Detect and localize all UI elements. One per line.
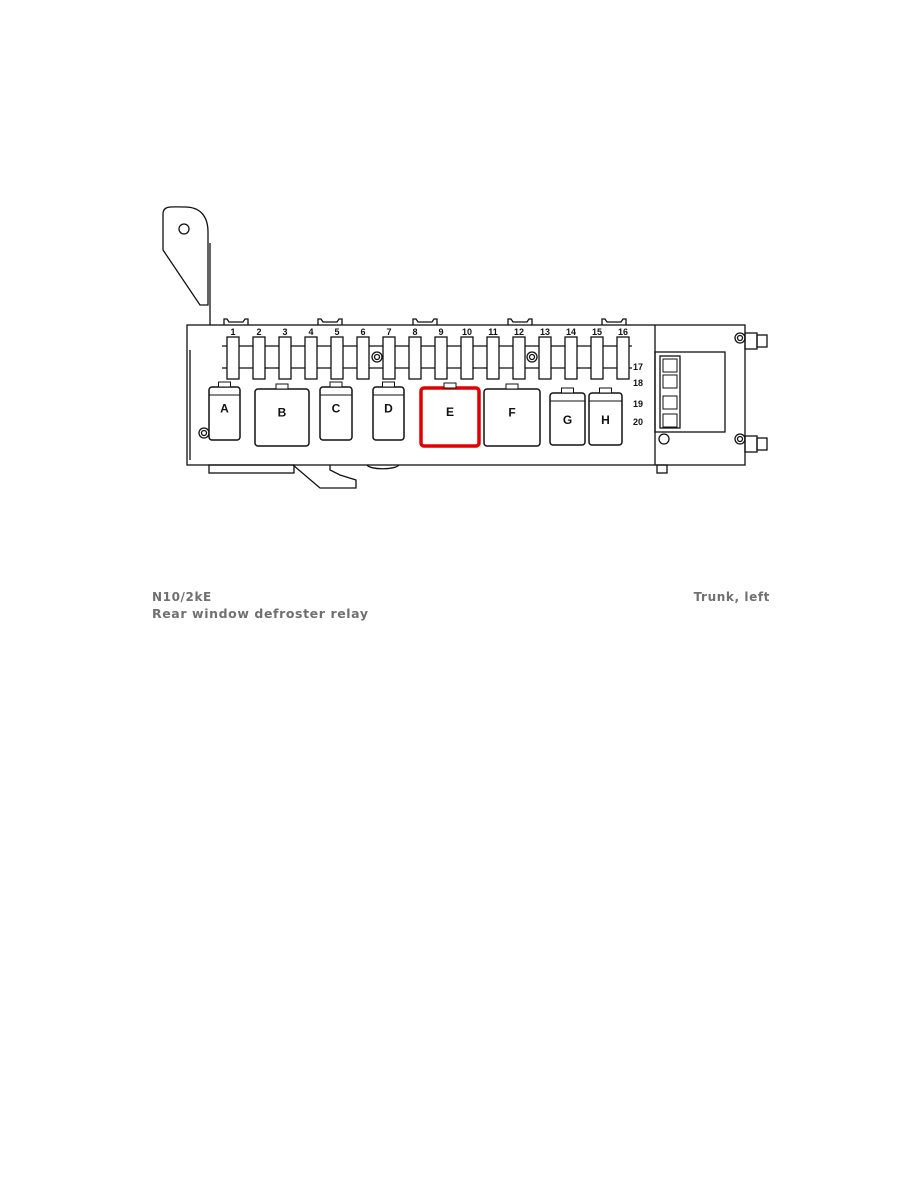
fuse-6[interactable] <box>356 336 370 380</box>
fuse-label: 11 <box>488 327 498 337</box>
fuse-4[interactable] <box>304 336 318 380</box>
connector-pin-17 <box>662 358 678 373</box>
component-description: Rear window defroster relay <box>152 606 369 621</box>
relay-label: F <box>508 406 515 420</box>
fuse-clip <box>223 318 249 325</box>
fuse-label: 9 <box>438 327 443 337</box>
fuse-10[interactable] <box>460 336 474 380</box>
component-location: Trunk, left <box>693 590 770 604</box>
fuse-label: 15 <box>592 327 602 337</box>
fuse-label: 10 <box>462 327 472 337</box>
relay-label: E <box>446 405 454 419</box>
relay-label: G <box>563 413 572 427</box>
fuse-5[interactable] <box>330 336 344 380</box>
connector-pin-label: 18 <box>633 378 643 388</box>
fuse-label: 5 <box>334 327 339 337</box>
connector-pin-20 <box>662 413 678 428</box>
fuse-label: 7 <box>386 327 391 337</box>
connector-block <box>654 351 726 433</box>
connector-pin-label: 17 <box>633 362 643 372</box>
relay-label: H <box>601 413 610 427</box>
connector-pin-label: 20 <box>633 417 643 427</box>
relay-label: A <box>220 402 229 416</box>
component-code: N10/2kE <box>152 590 212 604</box>
housing <box>186 324 746 466</box>
fuse-label: 4 <box>308 327 313 337</box>
fuse-3[interactable] <box>278 336 292 380</box>
fuse-label: 6 <box>360 327 365 337</box>
fuse-16[interactable] <box>616 336 630 380</box>
connector-pin-18 <box>662 374 678 389</box>
mounting-bracket <box>162 206 209 306</box>
fuse-13[interactable] <box>538 336 552 380</box>
fuse-label: 8 <box>412 327 417 337</box>
relay-label: C <box>332 402 341 416</box>
fuse-label: 3 <box>282 327 287 337</box>
fuse-clip <box>601 318 627 325</box>
fuse-clip <box>317 318 343 325</box>
fuse-1[interactable] <box>226 336 240 380</box>
fuse-12[interactable] <box>512 336 526 380</box>
fuse-clip <box>412 318 438 325</box>
fuse-clip <box>507 318 533 325</box>
fuse-2[interactable] <box>252 336 266 380</box>
fuse-label: 2 <box>256 327 261 337</box>
fuse-11[interactable] <box>486 336 500 380</box>
fuse-9[interactable] <box>434 336 448 380</box>
fuse-8[interactable] <box>408 336 422 380</box>
connector-pin-19 <box>662 395 678 410</box>
fuse-label: 14 <box>566 327 576 337</box>
fuse-14[interactable] <box>564 336 578 380</box>
fuse-7[interactable] <box>382 336 396 380</box>
fuse-label: 12 <box>514 327 524 337</box>
connector-pin-label: 19 <box>633 399 643 409</box>
fuse-label: 16 <box>618 327 628 337</box>
fuse-label: 1 <box>230 327 235 337</box>
fuse-15[interactable] <box>590 336 604 380</box>
relay-label: B <box>278 406 287 420</box>
fuse-label: 13 <box>540 327 550 337</box>
relay-label: D <box>384 402 393 416</box>
